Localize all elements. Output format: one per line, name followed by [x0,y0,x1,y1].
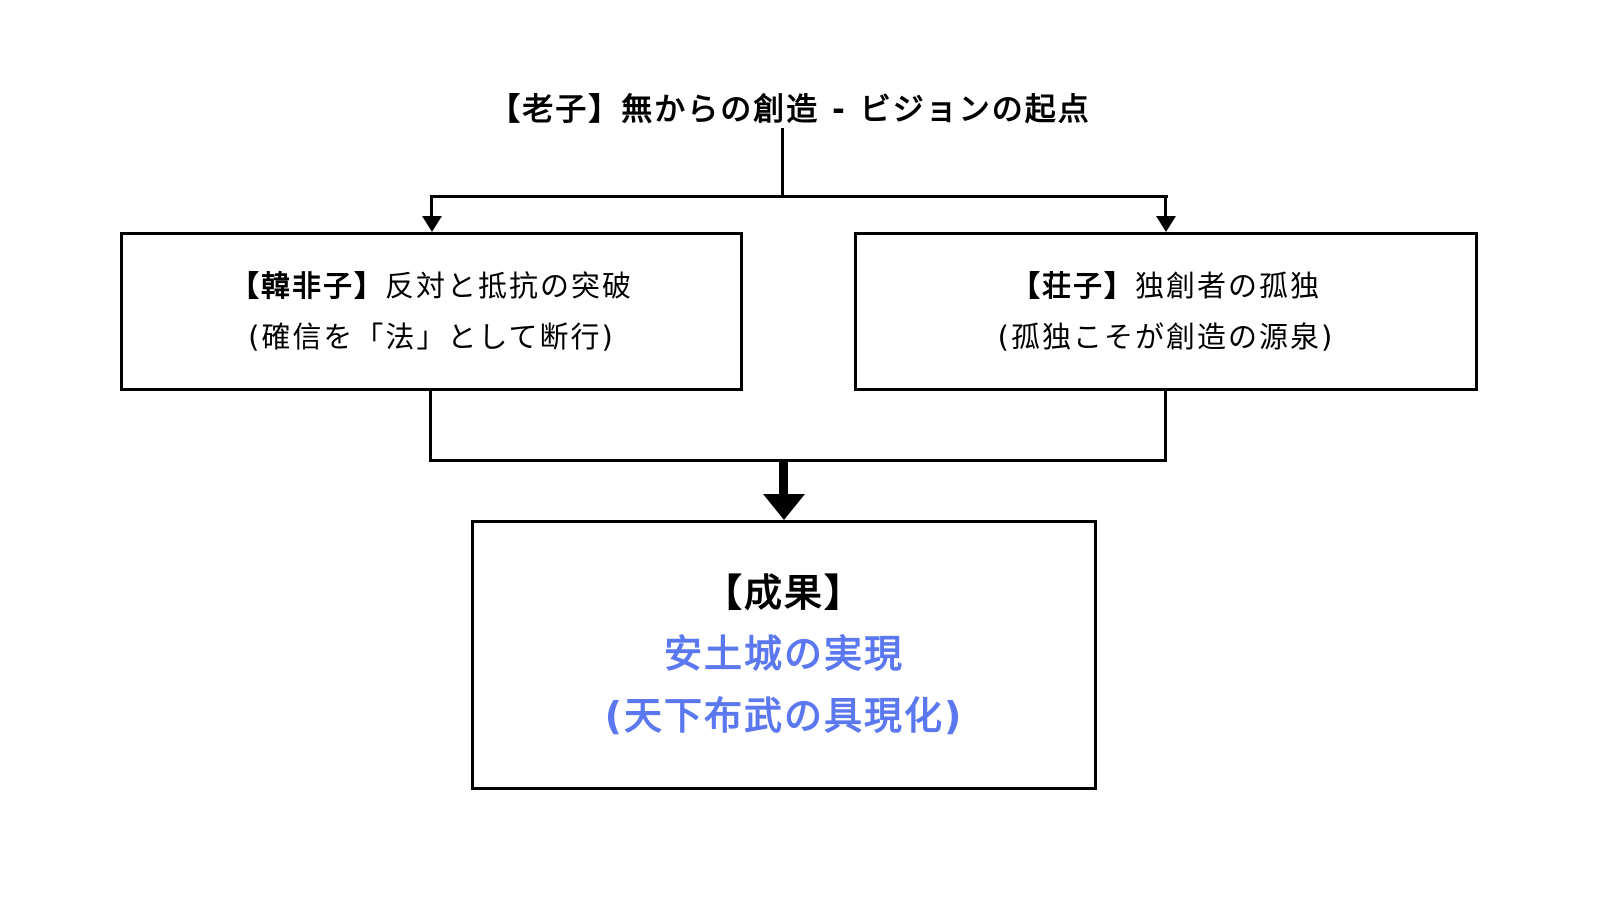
node-result-heading: 【成果】 [703,570,864,615]
left-box-down-line [429,391,432,462]
node-hanfeizi-subtext: (確信を「法」として断行) [248,319,615,354]
result-arrow-shaft [779,462,788,496]
top-connector-horizontal [430,195,1168,198]
node-zhuangzi: 【荘子】独創者の孤独 (孤独こそが創造の源泉) [854,232,1478,391]
left-branch-drop-line [430,195,433,217]
top-connector-stem [781,128,784,197]
node-hanfeizi-line1: 【韓非子】反対と抵抗の突破 [230,261,633,312]
node-result: 【成果】 安土城の実現 (天下布武の具現化) [471,520,1097,790]
node-result-line1: 安土城の実現 [663,632,904,677]
merge-horizontal-line [429,459,1167,462]
node-hanfeizi-desc: 反対と抵抗の突破 [385,268,634,303]
right-box-down-line [1164,391,1167,462]
arrow-to-result-box-icon [763,494,805,520]
node-hanfeizi: 【韓非子】反対と抵抗の突破 (確信を「法」として断行) [120,232,743,391]
node-hanfeizi-heading: 【韓非子】 [229,268,385,303]
node-zhuangzi-subtext: (孤独こそが創造の源泉) [997,319,1335,354]
node-zhuangzi-heading: 【荘子】 [1010,268,1135,303]
node-zhuangzi-line1: 【荘子】独創者の孤独 [1011,261,1321,312]
arrow-to-left-box-icon [422,216,442,232]
diagram-title: 【老子】無からの創造 - ビジョンの起点 [489,92,1091,128]
node-zhuangzi-desc: 独創者の孤独 [1135,268,1322,303]
node-result-line2: (天下布武の具現化) [604,693,964,738]
arrow-to-right-box-icon [1156,216,1176,232]
right-branch-drop-line [1164,195,1167,217]
